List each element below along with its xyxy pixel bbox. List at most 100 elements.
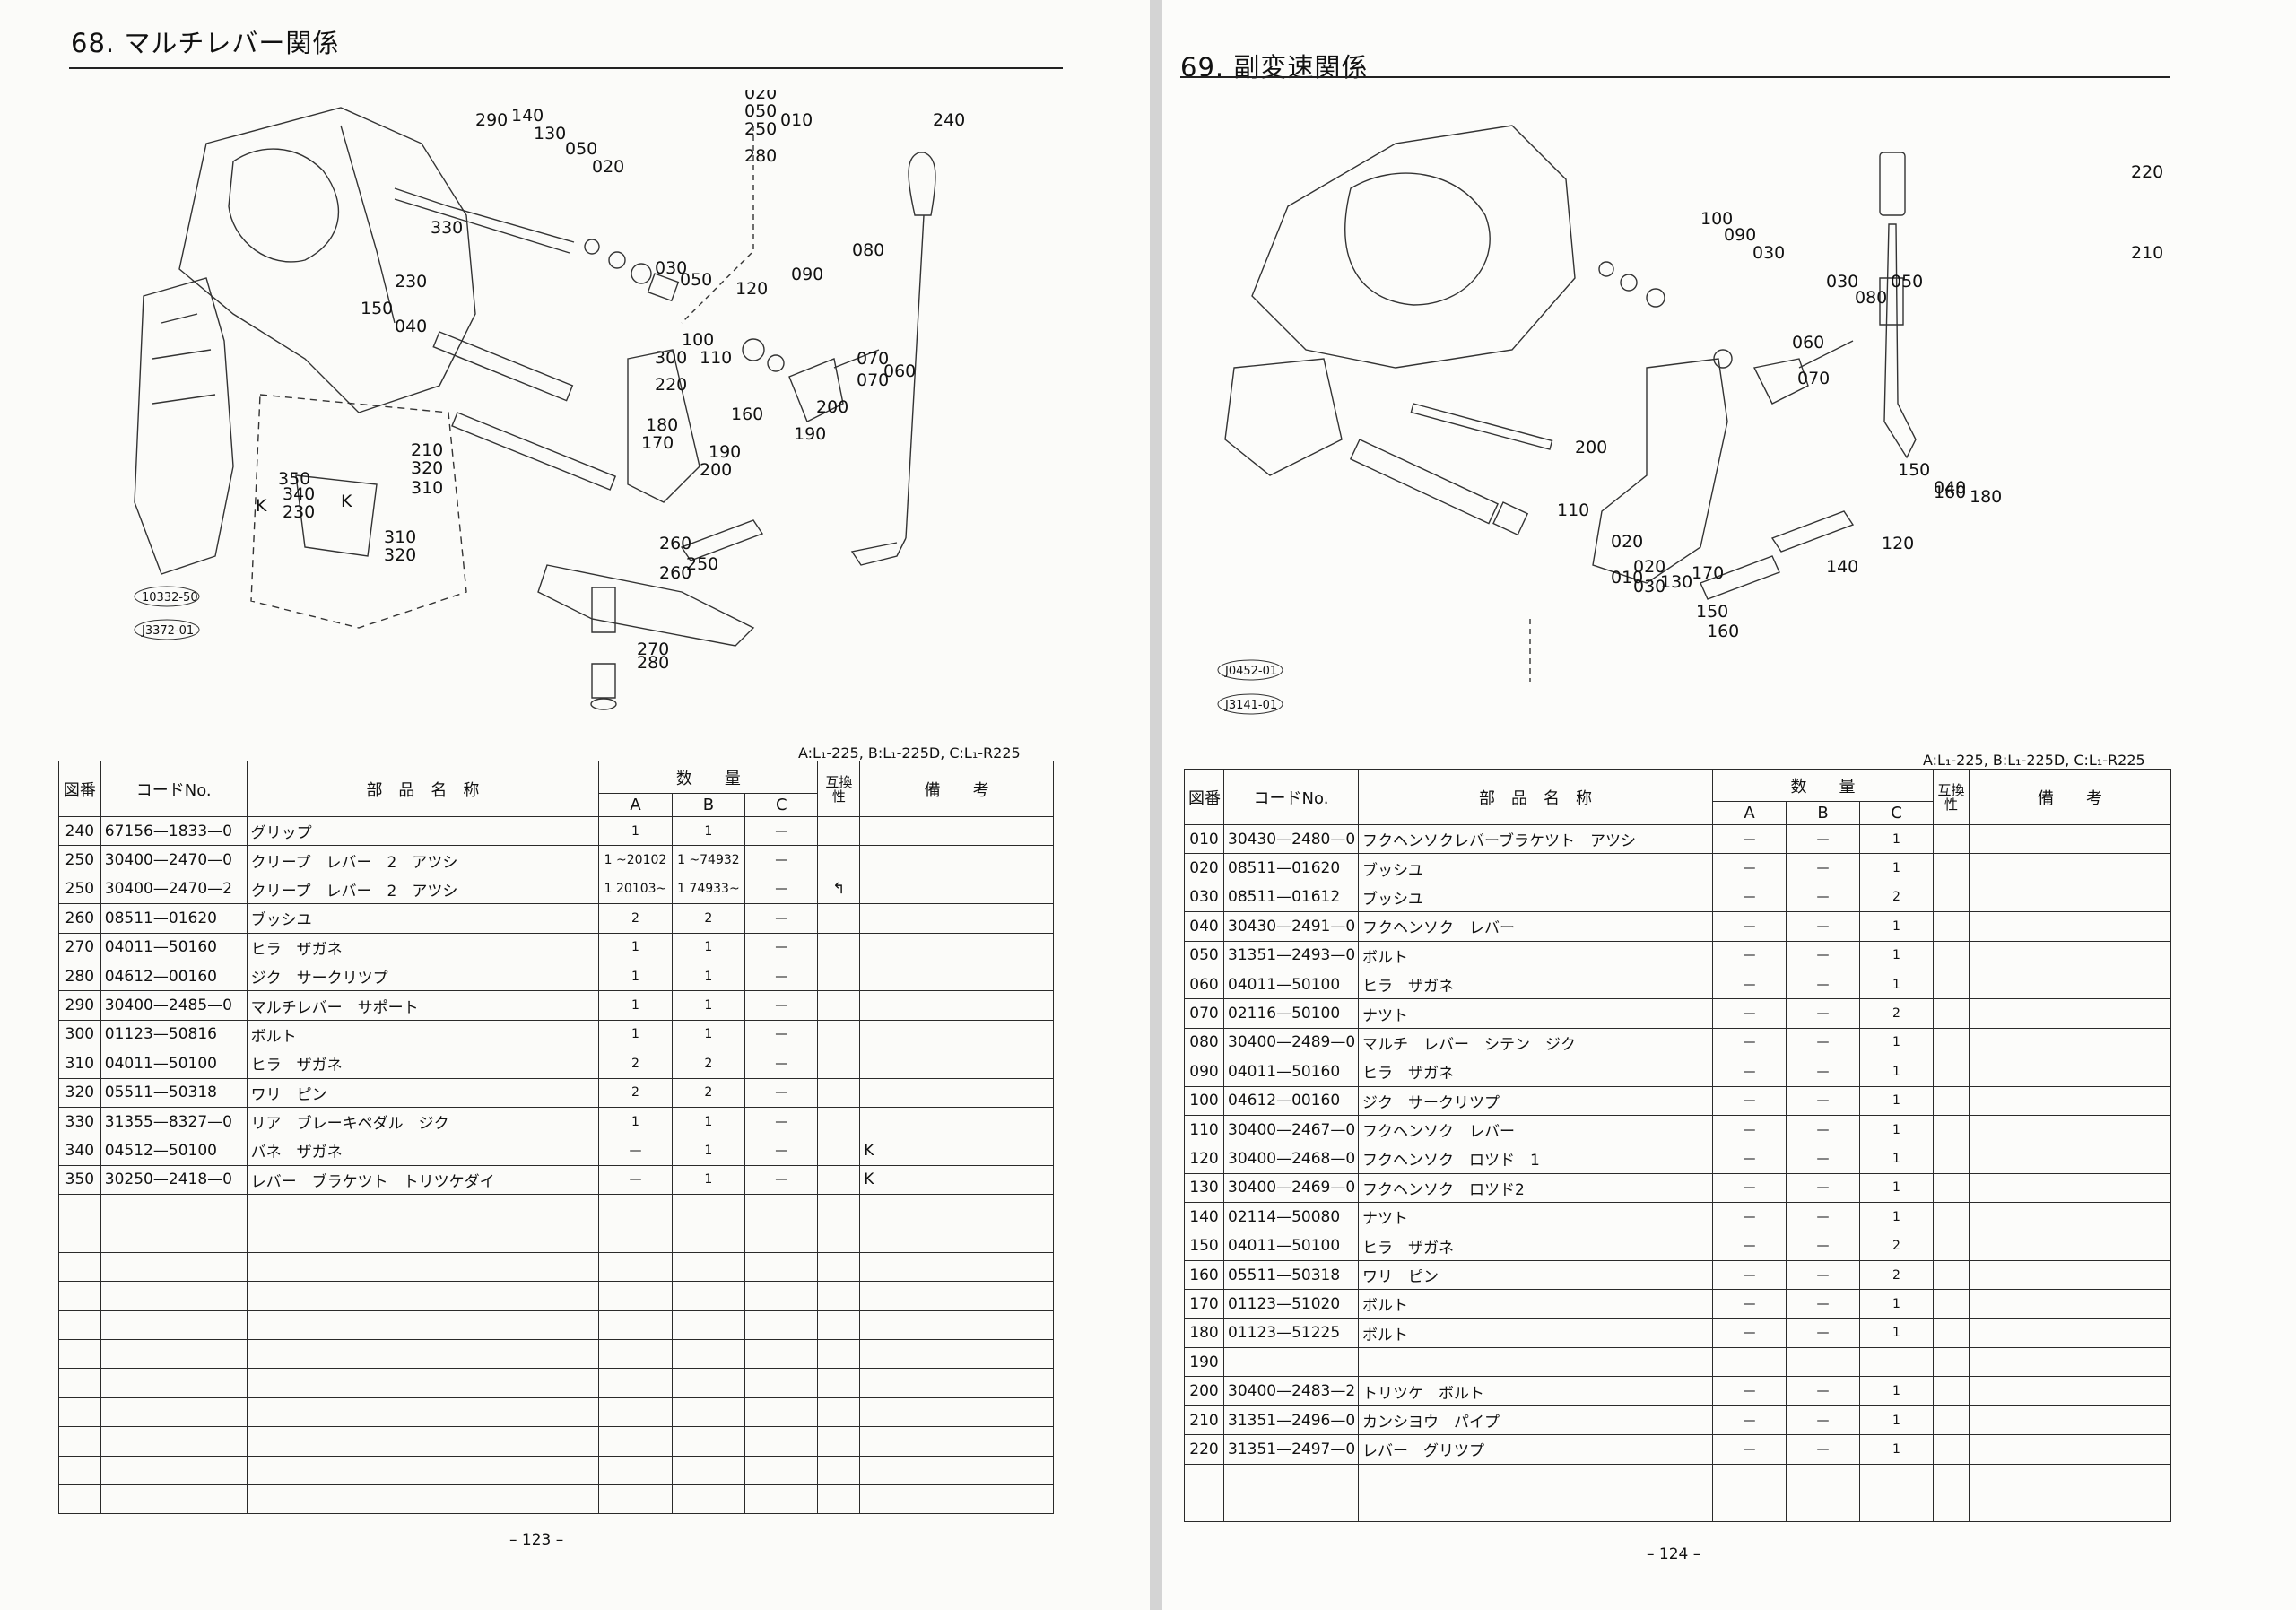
note-cell — [1969, 1434, 2171, 1465]
compat-cell — [1933, 1318, 1970, 1349]
code-cell — [100, 1223, 248, 1253]
col-c: C — [1859, 801, 1934, 825]
compat-cell — [817, 1223, 861, 1253]
qty-c-cell: 1 — [1859, 1085, 1934, 1116]
table-row — [58, 1251, 1054, 1283]
table-row — [58, 1223, 1054, 1253]
part-callout: 210 — [411, 440, 443, 460]
part-callout: 050 — [680, 270, 712, 290]
bushing-130 — [609, 252, 625, 268]
qty-b-cell — [1786, 1492, 1860, 1523]
part-callout: 090 — [791, 265, 823, 284]
col-qty: 数 量 — [598, 761, 819, 794]
name-cell: ボルト — [246, 1019, 600, 1050]
note-cell — [1969, 1027, 2171, 1058]
part-callout: 110 — [700, 348, 732, 368]
qty-a-cell: 1 — [598, 990, 673, 1021]
part-callout: 100 — [1700, 209, 1733, 229]
qty-b-cell — [671, 1339, 746, 1370]
name-cell — [246, 1484, 600, 1515]
part-callout: 030 — [1826, 272, 1858, 292]
name-cell — [246, 1310, 600, 1341]
qty-b-cell: — — [1786, 1434, 1860, 1465]
note-cell — [859, 1484, 1054, 1515]
housing-outline — [179, 108, 475, 413]
bushing-030 — [1714, 350, 1732, 368]
compat-cell — [1933, 1202, 1970, 1232]
col-compat: 互換性 — [817, 761, 861, 817]
main-lever-rod — [906, 215, 924, 538]
ref-mark-oval — [1218, 694, 1283, 714]
part-callout: 150 — [361, 299, 393, 318]
qty-b-cell — [671, 1368, 746, 1398]
rod-170 — [682, 520, 762, 561]
housing-lower — [1225, 359, 1342, 475]
compat-cell — [817, 1426, 861, 1457]
compat-cell — [817, 1164, 861, 1196]
part-callout: 280 — [744, 146, 777, 166]
note-cell — [1969, 882, 2171, 913]
qty-a-cell — [598, 1484, 673, 1515]
note-cell — [1969, 1057, 2171, 1087]
fig-no-cell: 200 — [1184, 1376, 1224, 1406]
fig-no-cell: 050 — [1184, 940, 1224, 970]
code-cell — [100, 1310, 248, 1341]
note-cell — [859, 932, 1054, 962]
fig-no-cell — [58, 1484, 101, 1515]
qty-b-cell — [671, 1484, 746, 1515]
part-callout: 140 — [1826, 557, 1858, 577]
qty-a-cell: — — [1712, 1114, 1787, 1145]
part-callout: 290 — [475, 110, 508, 130]
part-callout: 260 — [659, 563, 691, 583]
fig-no-cell: 160 — [1184, 1259, 1224, 1291]
code-cell — [1223, 1347, 1359, 1378]
name-cell: カンシヨウ パイプ — [1358, 1405, 1713, 1436]
note-cell — [1969, 1144, 2171, 1174]
compat-cell — [817, 1049, 861, 1079]
code-cell — [100, 1194, 248, 1224]
name-cell: フクヘンソク ロツド2 — [1358, 1172, 1713, 1204]
qty-c-cell: 1 — [1859, 1027, 1934, 1058]
qty-b-cell: — — [1786, 1172, 1860, 1204]
table-row — [58, 1426, 1054, 1457]
page-number: – 123 – — [509, 1531, 564, 1549]
note-cell — [859, 1251, 1054, 1283]
col-a: A — [1712, 801, 1787, 825]
qty-c-cell: — — [744, 1164, 819, 1196]
qty-b-cell: — — [1786, 823, 1860, 855]
qty-c-cell: 2 — [1859, 1259, 1934, 1291]
table-row — [1184, 1463, 2171, 1493]
qty-b-cell: 2 — [671, 903, 746, 934]
compat-cell — [817, 1251, 861, 1283]
qty-c-cell: 1 — [1859, 911, 1934, 942]
fig-no-cell: 070 — [1184, 998, 1224, 1029]
qty-b-cell: — — [1786, 1202, 1860, 1232]
compat-cell — [1933, 940, 1970, 970]
part-callout: 340 — [283, 484, 315, 504]
part-callout: K — [341, 492, 352, 511]
qty-c-cell — [744, 1455, 819, 1485]
code-cell — [100, 1339, 248, 1370]
name-cell — [246, 1223, 600, 1253]
lever-040 — [1884, 224, 1916, 457]
title-underline — [1180, 76, 2170, 78]
part-callout: 040 — [1934, 478, 1966, 498]
compat-cell — [1933, 969, 1970, 1000]
qty-b-cell: — — [1786, 911, 1860, 942]
fig-no-cell — [58, 1368, 101, 1398]
part-callout: 140 — [511, 106, 544, 126]
part-callout: 020 — [1611, 532, 1643, 552]
code-cell: 30400—2470—0 — [100, 845, 248, 875]
lever-arm — [628, 350, 700, 502]
name-cell: ナツト — [1358, 1202, 1713, 1232]
code-cell: 30400—2483—2 — [1223, 1376, 1359, 1406]
name-cell — [246, 1339, 600, 1370]
name-cell: レバー ブラケツト トリツケダイ — [246, 1164, 600, 1196]
table-row — [58, 1397, 1054, 1428]
col-notes: 備 考 — [859, 761, 1054, 817]
